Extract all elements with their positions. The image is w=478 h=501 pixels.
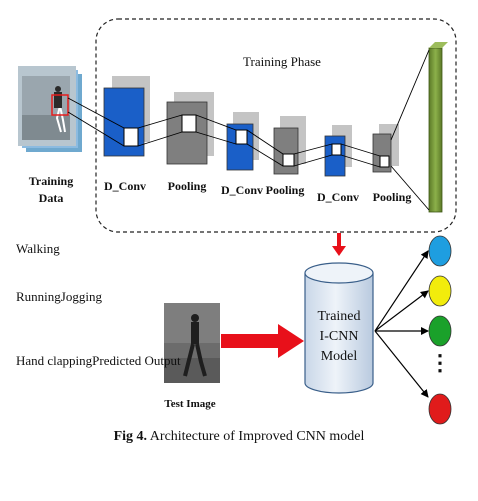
layer-label-pool-2: Pooling xyxy=(265,183,305,197)
output-nodes xyxy=(374,235,452,425)
connector-line-10 xyxy=(293,154,333,167)
kernel-window-1 xyxy=(123,127,139,147)
layer-label-conv-1: D_Conv xyxy=(103,179,147,193)
connector-line-12 xyxy=(340,154,381,168)
class-label-hand-clapping: Hand clappingPredicted Output xyxy=(16,354,181,367)
kernel-window-6 xyxy=(379,155,390,168)
training-phase-title: Training Phase xyxy=(243,54,321,69)
figure-caption: Fig 4. Architecture of Improved CNN mode… xyxy=(114,430,365,444)
layer-label-pool-3: Pooling xyxy=(372,190,412,204)
connector-line-7 xyxy=(246,129,284,155)
pool-block-2 xyxy=(166,101,208,165)
model-label-line2: I-CNN xyxy=(319,329,359,344)
output-node-2 xyxy=(428,275,452,307)
connector-line-2 xyxy=(67,111,125,147)
output-node-3 xyxy=(428,315,452,347)
connector-line-3 xyxy=(137,114,183,129)
training-phase-frame xyxy=(95,18,457,233)
output-arrow-1 xyxy=(374,250,429,332)
layer-label-conv-2: D_Conv xyxy=(220,183,264,197)
test-image-label: Test Image xyxy=(164,398,216,410)
layer-label-conv-3: D_Conv xyxy=(316,190,360,204)
layer-blocks xyxy=(67,76,399,177)
test-to-model-arrow xyxy=(221,324,304,358)
connector-line-4 xyxy=(137,131,183,147)
training-data-label-line1: Training xyxy=(28,174,74,188)
predicted-output-label: Predicted Output xyxy=(92,353,181,368)
kernel-window-3 xyxy=(235,129,248,145)
kernel-window-4 xyxy=(282,153,295,167)
output-arrow-2 xyxy=(374,290,429,332)
trained-model-cylinder xyxy=(304,262,374,394)
output-node-1 xyxy=(428,235,452,267)
kernel-window-2 xyxy=(181,114,197,133)
caption-text: Architecture of Improved CNN model xyxy=(147,429,365,444)
connector-line-1 xyxy=(67,97,125,129)
output-node-4 xyxy=(428,393,452,425)
training-data-stack xyxy=(18,66,82,152)
training-to-model-arrow xyxy=(332,233,346,256)
training-roi-box xyxy=(51,94,69,116)
output-ellipsis: ⋮ xyxy=(429,350,451,375)
class-label-walking: Walking xyxy=(16,241,60,256)
connector-line-9 xyxy=(293,143,333,155)
training-data-label-line2: Data xyxy=(38,191,64,205)
model-label-line1: Trained xyxy=(317,309,361,324)
connector-line-6 xyxy=(195,131,237,145)
connector-line-11 xyxy=(340,143,381,157)
connector-line-8 xyxy=(246,143,284,167)
layer-label-pool-1: Pooling xyxy=(167,179,207,193)
model-label-line3: Model xyxy=(320,349,358,364)
connector-line-5 xyxy=(195,114,237,131)
test-image xyxy=(164,303,220,383)
pool-block-4 xyxy=(273,127,299,175)
dense-layer xyxy=(428,42,448,213)
caption-prefix: Fig 4. xyxy=(113,429,148,444)
kernel-window-5 xyxy=(331,143,342,156)
class-label-running-jogging: RunningJogging xyxy=(16,289,102,304)
output-arrow-4 xyxy=(374,330,429,398)
hand-clapping-text: Hand clapping xyxy=(16,353,93,368)
